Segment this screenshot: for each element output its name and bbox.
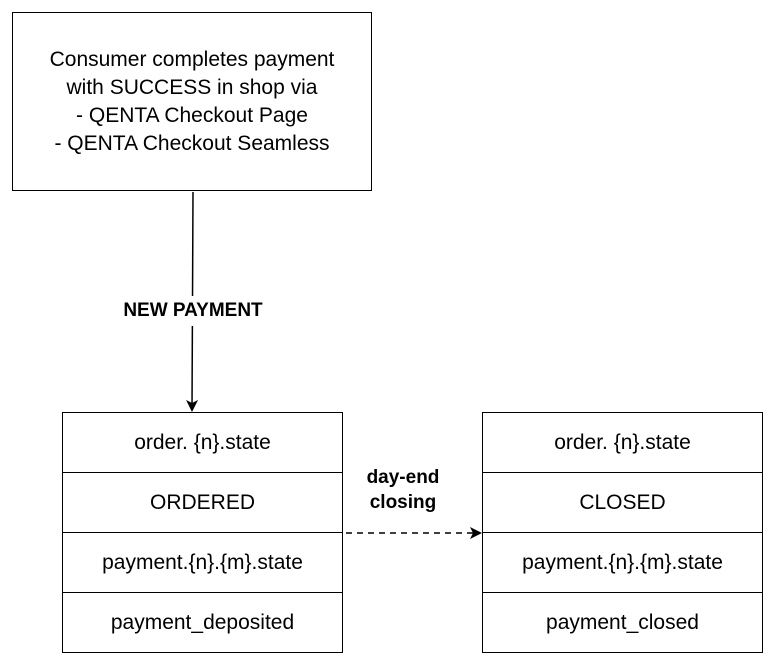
day-end-closing-label-line-2: closing bbox=[369, 492, 437, 513]
payment-success-line-2: with SUCCESS in shop via bbox=[66, 75, 318, 99]
payment-success-line-4: - QENTA Checkout Seamless bbox=[54, 131, 330, 155]
payment-success-line-3: - QENTA Checkout Page bbox=[76, 103, 308, 127]
payment-state-header: payment.{n}.{m}.state bbox=[63, 533, 342, 593]
payment-success-node: Consumer completes payment with SUCCESS … bbox=[12, 12, 372, 191]
ordered-state-table: order. {n}.state ORDERED payment.{n}.{m}… bbox=[62, 412, 343, 653]
new-payment-label: NEW PAYMENT bbox=[103, 296, 283, 326]
payment-state-value: payment_deposited bbox=[110, 610, 295, 634]
day-end-closing-label-line-1: day-end bbox=[366, 467, 440, 488]
order-state-value: CLOSED bbox=[483, 473, 762, 533]
order-state-header: order. {n}.state bbox=[63, 413, 342, 473]
payment-state-value: payment_closed bbox=[546, 610, 699, 634]
day-end-closing-label: day-end closing bbox=[346, 465, 460, 515]
payment-success-line-1: Consumer completes payment bbox=[49, 47, 335, 71]
payment-state-header: payment.{n}.{m}.state bbox=[483, 533, 762, 593]
closed-state-table: order. {n}.state CLOSED payment.{n}.{m}.… bbox=[482, 412, 763, 653]
order-state-header: order. {n}.state bbox=[483, 413, 762, 473]
order-state-value: ORDERED bbox=[63, 473, 342, 533]
